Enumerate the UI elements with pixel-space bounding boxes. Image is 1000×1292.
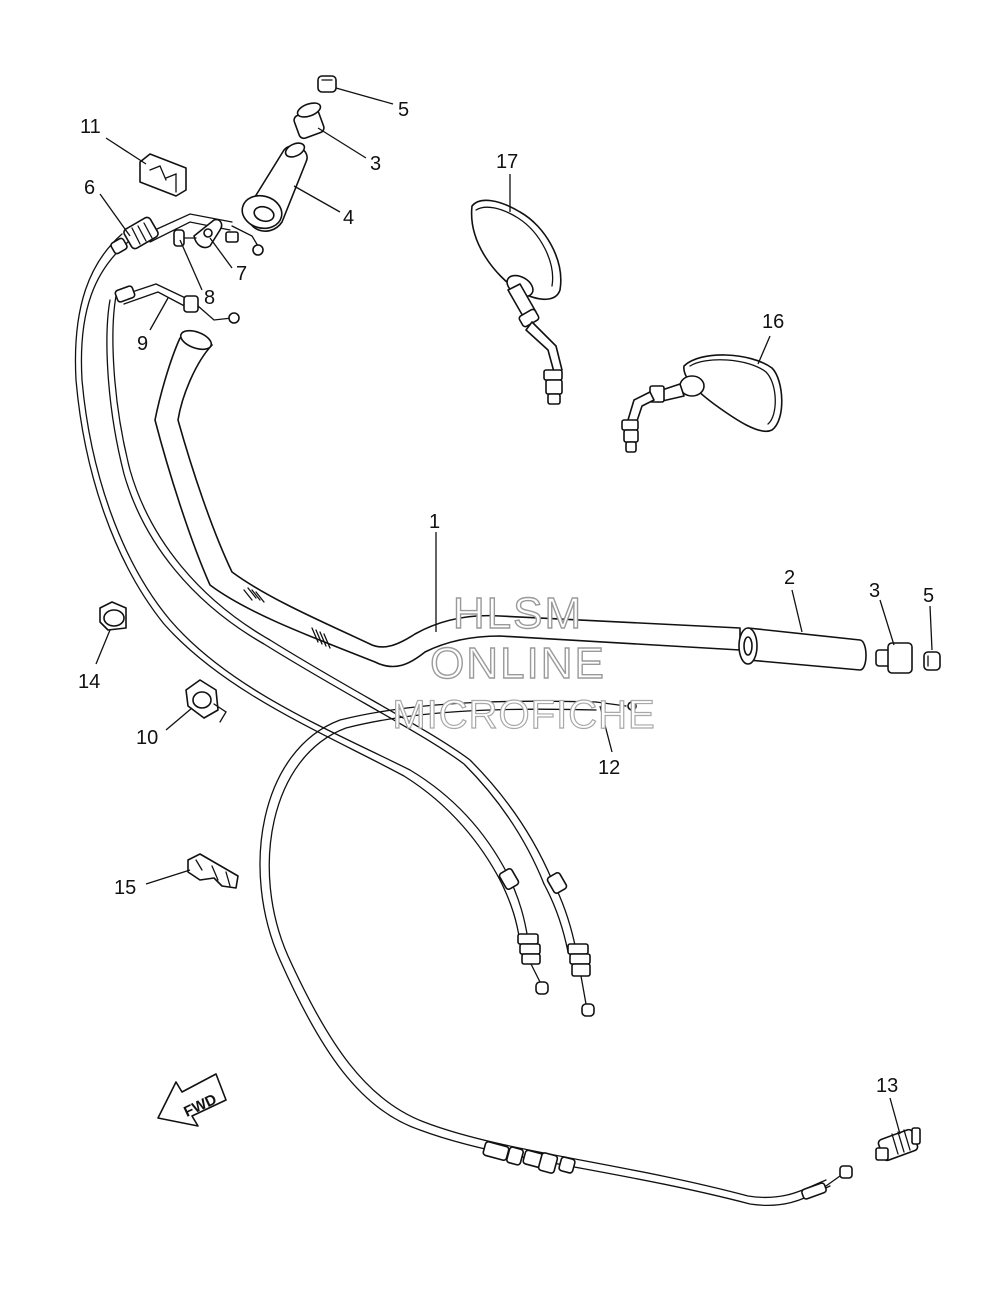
rearview-mirror-17[interactable] bbox=[470, 199, 563, 405]
leader-lines bbox=[95, 87, 933, 1135]
handlebar-grip-right[interactable] bbox=[738, 627, 867, 671]
watermark-line-3: MICROFICHE bbox=[392, 693, 655, 737]
callout-labels: 1 2 3 3 4 5 5 6 7 8 9 10 11 12 13 14 15 … bbox=[78, 99, 934, 1097]
clutch-switch[interactable] bbox=[875, 1127, 921, 1162]
callout-16: 16 bbox=[762, 311, 784, 333]
callout-7: 7 bbox=[236, 263, 247, 285]
end-cap-screw-left[interactable] bbox=[317, 75, 337, 93]
screw-8[interactable] bbox=[173, 229, 197, 247]
cable-holder-10[interactable] bbox=[185, 679, 227, 723]
callout-6: 6 bbox=[84, 177, 95, 199]
cable-holder-15[interactable] bbox=[187, 853, 239, 889]
cable-guide-plate-7[interactable] bbox=[193, 218, 223, 249]
callout-1: 1 bbox=[429, 511, 440, 533]
throttle-cable-9[interactable] bbox=[106, 283, 595, 1017]
callout-8: 8 bbox=[204, 287, 215, 309]
callout-5-left: 5 bbox=[398, 99, 409, 121]
callout-3-left: 3 bbox=[370, 153, 381, 175]
callout-11: 11 bbox=[80, 116, 101, 138]
watermark-line-1: HLSM bbox=[453, 589, 583, 638]
rearview-mirror-16[interactable] bbox=[621, 354, 783, 453]
callout-2: 2 bbox=[784, 567, 795, 589]
callout-15: 15 bbox=[114, 877, 136, 899]
callout-12: 12 bbox=[598, 757, 620, 779]
throttle-grip[interactable] bbox=[239, 140, 308, 232]
callout-4: 4 bbox=[343, 207, 354, 229]
watermark-line-2: ONLINE bbox=[430, 639, 606, 688]
cable-holder-14[interactable] bbox=[99, 601, 127, 631]
callout-13: 13 bbox=[876, 1075, 898, 1097]
callout-5-right: 5 bbox=[923, 585, 934, 607]
end-cap-screw-right[interactable] bbox=[923, 651, 941, 671]
cable-clamp-11[interactable] bbox=[139, 153, 187, 197]
forward-direction-arrow: FWD bbox=[157, 1073, 227, 1127]
callout-17: 17 bbox=[496, 151, 518, 173]
handlebar[interactable] bbox=[154, 327, 741, 668]
grip-end-weight-right[interactable] bbox=[875, 642, 913, 674]
watermark: HLSM ONLINE MICROFICHE bbox=[392, 588, 656, 737]
callout-10: 10 bbox=[136, 727, 158, 749]
callout-14: 14 bbox=[78, 671, 100, 693]
grip-end-weight-left[interactable] bbox=[293, 100, 326, 140]
clutch-cable[interactable] bbox=[259, 700, 853, 1206]
callout-3-right: 3 bbox=[869, 580, 880, 602]
callout-9: 9 bbox=[137, 333, 148, 355]
